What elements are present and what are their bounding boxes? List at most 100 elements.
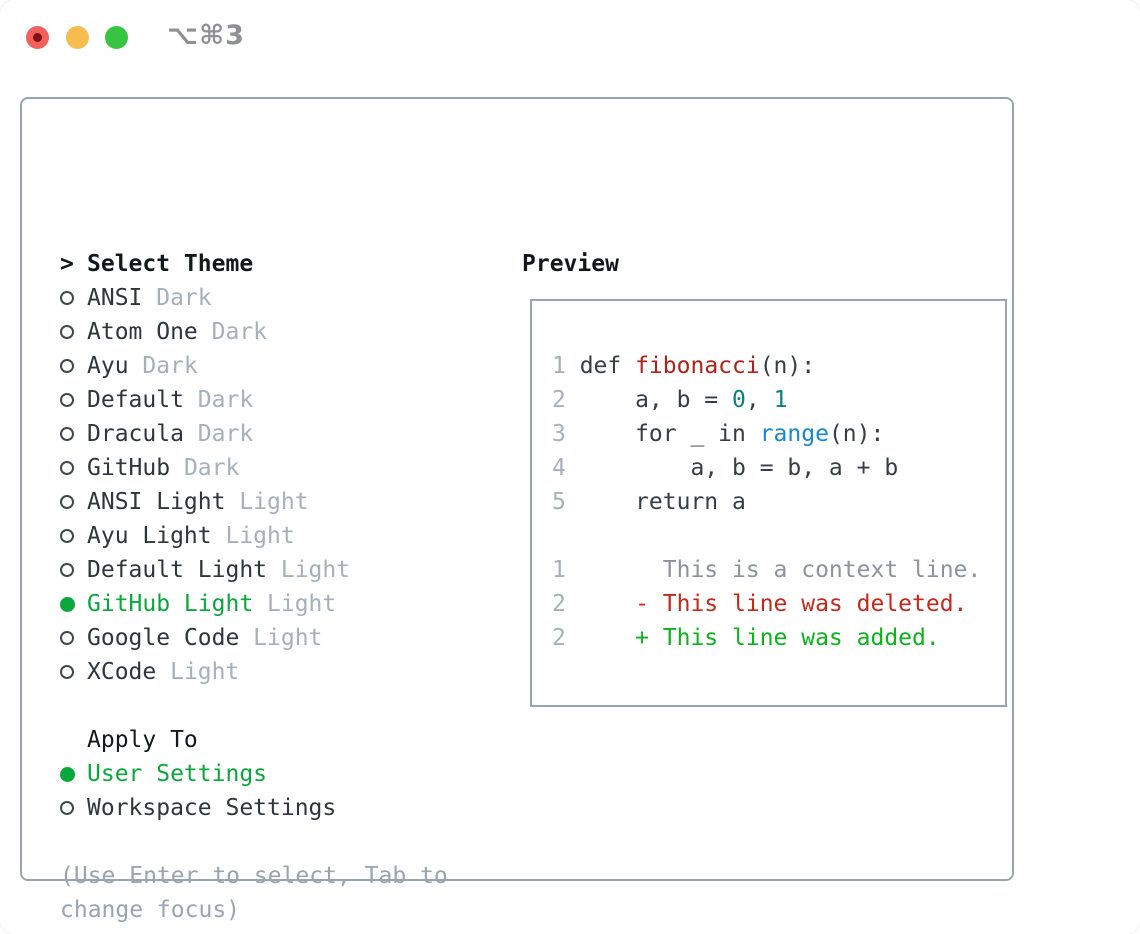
selection-prompt-icon: > [60,251,74,277]
code-segment-blue: range [759,421,829,447]
code-segment-teal: 0 [732,387,746,413]
theme-variant-tag: Light [267,591,337,617]
theme-option-label: GitHub [87,455,171,481]
line-number: 4 [552,455,566,481]
theme-option-ayu-light[interactable]: Ayu Light Light [60,519,448,553]
theme-variant-tag: Dark [197,421,254,447]
radio-icon [60,563,74,577]
code-segment-default: return a [579,489,746,515]
code-line: 2 a, b = 0, 1 [552,383,1005,417]
theme-option-default[interactable]: Default Dark [60,383,448,417]
theme-option-label: Ayu Light [87,523,212,549]
help-text-line-1: (Use Enter to select, Tab to [60,863,448,889]
radio-icon [60,631,74,645]
code-segment-default: def [579,353,636,379]
apply-to-header-row: Apply To [60,723,448,757]
diff-line: 1 This is a context line. [552,553,1005,587]
radio-icon [60,359,74,373]
close-icon [33,32,42,42]
code-line: 3 for _ in range(n): [552,417,1005,451]
code-segment-deleted: - This line was deleted. [579,591,968,617]
theme-option-label: Google Code [87,625,240,651]
radio-icon [60,325,74,339]
close-button[interactable] [26,25,49,49]
diff-line: 2 + This line was added. [552,621,1005,655]
select-theme-header-row: > Select Theme [60,247,448,281]
theme-option-ayu[interactable]: Ayu Dark [60,349,448,383]
theme-variant-tag: Light [280,557,351,583]
line-number: 2 [552,625,566,651]
code-segment-default: a, b = b, a + b [579,455,899,481]
theme-variant-tag: Light [253,625,323,651]
theme-option-label: ANSI Light [87,489,226,515]
help-text-line-2: change focus) [60,897,241,923]
line-number: 2 [552,591,566,617]
apply-option-label: User Settings [87,761,268,787]
theme-variant-tag: Light [170,659,240,685]
theme-option-label: Default Light [87,557,268,583]
theme-option-github-light[interactable]: GitHub Light Light [60,587,448,621]
code-segment-default: (n): [759,353,816,379]
theme-option-label: Default [87,387,184,413]
select-theme-heading: Select Theme [87,251,254,277]
code-segment-context: This is a context line. [579,557,982,583]
line-number: 2 [552,387,566,413]
spacer-row [60,825,448,859]
radio-icon [60,393,74,407]
radio-icon [60,291,74,305]
theme-option-label: Dracula [87,421,184,447]
radio-selected-icon [60,596,75,612]
preview-heading: Preview [522,251,619,277]
spacer-row [60,689,448,723]
line-number: 3 [552,421,566,447]
code-line: 4 a, b = b, a + b [552,451,1005,485]
line-number: 1 [552,353,566,379]
theme-variant-tag: Light [239,489,309,515]
code-segment-default: , [745,387,774,413]
theme-option-google-code[interactable]: Google Code Light [60,621,448,655]
radio-icon [60,529,74,543]
radio-icon [60,461,74,475]
radio-icon [60,427,74,441]
code-line: 1 def fibonacci(n): [552,349,1005,383]
code-segment-added: + This line was added. [579,625,940,651]
code-segment-default: for _ in [579,421,760,447]
theme-option-default-light[interactable]: Default Light Light [60,553,448,587]
code-segment-teal: 1 [773,387,788,413]
radio-icon [60,495,74,509]
apply-to-heading: Apply To [87,727,198,753]
theme-option-label: ANSI [87,285,143,311]
theme-variant-tag: Dark [142,353,198,379]
code-segment-default: a, b = [579,387,733,413]
theme-option-github[interactable]: GitHub Dark [60,451,448,485]
minimize-button[interactable] [66,25,89,49]
theme-variant-tag: Light [225,523,295,549]
apply-option-user-settings[interactable]: User Settings [60,757,448,791]
zoom-button[interactable] [105,25,128,49]
diff-line: 2 - This line was deleted. [552,587,1005,621]
theme-option-dracula[interactable]: Dracula Dark [60,417,448,451]
theme-variant-tag: Dark [197,387,254,413]
blank-line [552,519,1005,553]
theme-variant-tag: Dark [211,319,268,345]
code-line: 5 return a [552,485,1005,519]
code-segment-red: fibonacci [635,353,760,379]
theme-option-label: GitHub Light [87,591,254,617]
apply-option-workspace-settings[interactable]: Workspace Settings [60,791,448,825]
radio-selected-icon [60,766,75,782]
theme-option-ansi-light[interactable]: ANSI Light Light [60,485,448,519]
theme-variant-tag: Dark [183,455,240,481]
apply-option-label: Workspace Settings [87,795,337,821]
window-title: ⌥⌘3 [167,20,245,51]
theme-option-label: Ayu [87,353,129,379]
radio-icon [60,801,74,815]
